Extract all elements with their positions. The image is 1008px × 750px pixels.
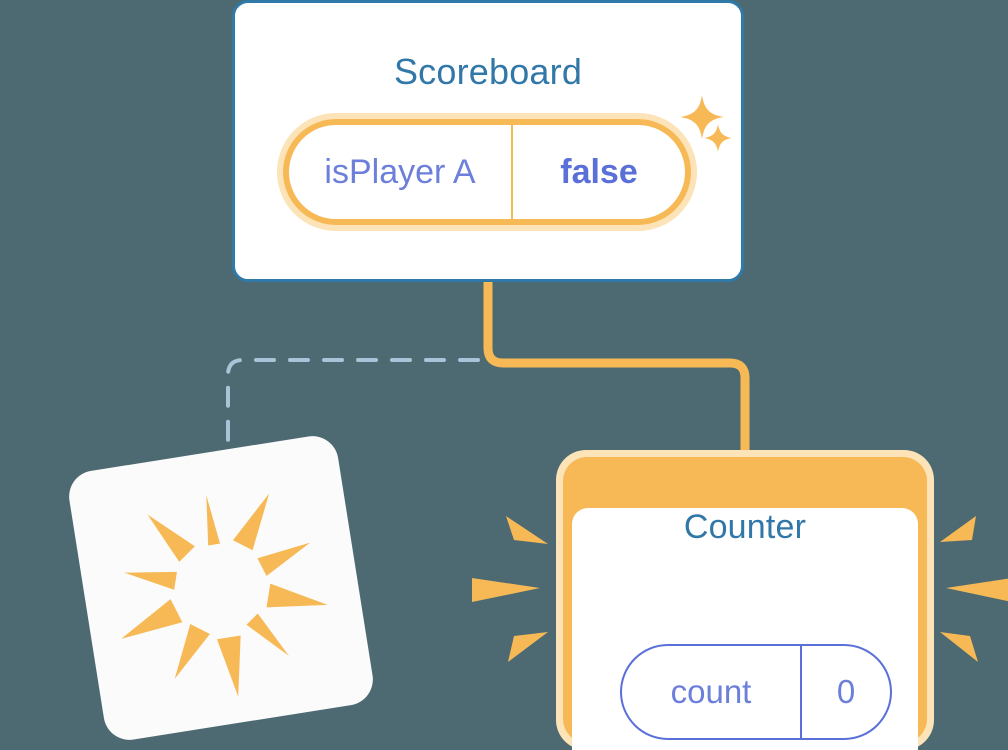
counter-card[interactable]: Counter count 0 [556,450,934,750]
counter-right-rays-icon [940,516,1008,662]
counter-card-highlight-ring: Counter count 0 [563,457,927,750]
scoreboard-state-value: false [560,152,638,191]
scoreboard-state-key: isPlayer A [289,125,513,219]
rerendered-component-card[interactable] [65,432,377,744]
sparkle-large-icon [680,95,724,139]
sparkle-small-icon [704,124,732,152]
counter-title: Counter [683,508,807,546]
counter-state-key: count [622,646,802,738]
scoreboard-to-counter-connector [483,280,750,462]
scoreboard-title: Scoreboard [393,51,583,92]
counter-left-rays-icon [472,516,548,662]
pill-highlight-glow [277,113,697,231]
counter-state-pill[interactable]: count 0 [620,644,892,740]
scoreboard-card[interactable]: Scoreboard isPlayer A false [232,0,744,282]
burst-rays-icon [121,493,328,697]
counter-state-value: 0 [836,673,856,710]
scoreboard-state-pill[interactable]: isPlayer A false [277,113,697,231]
